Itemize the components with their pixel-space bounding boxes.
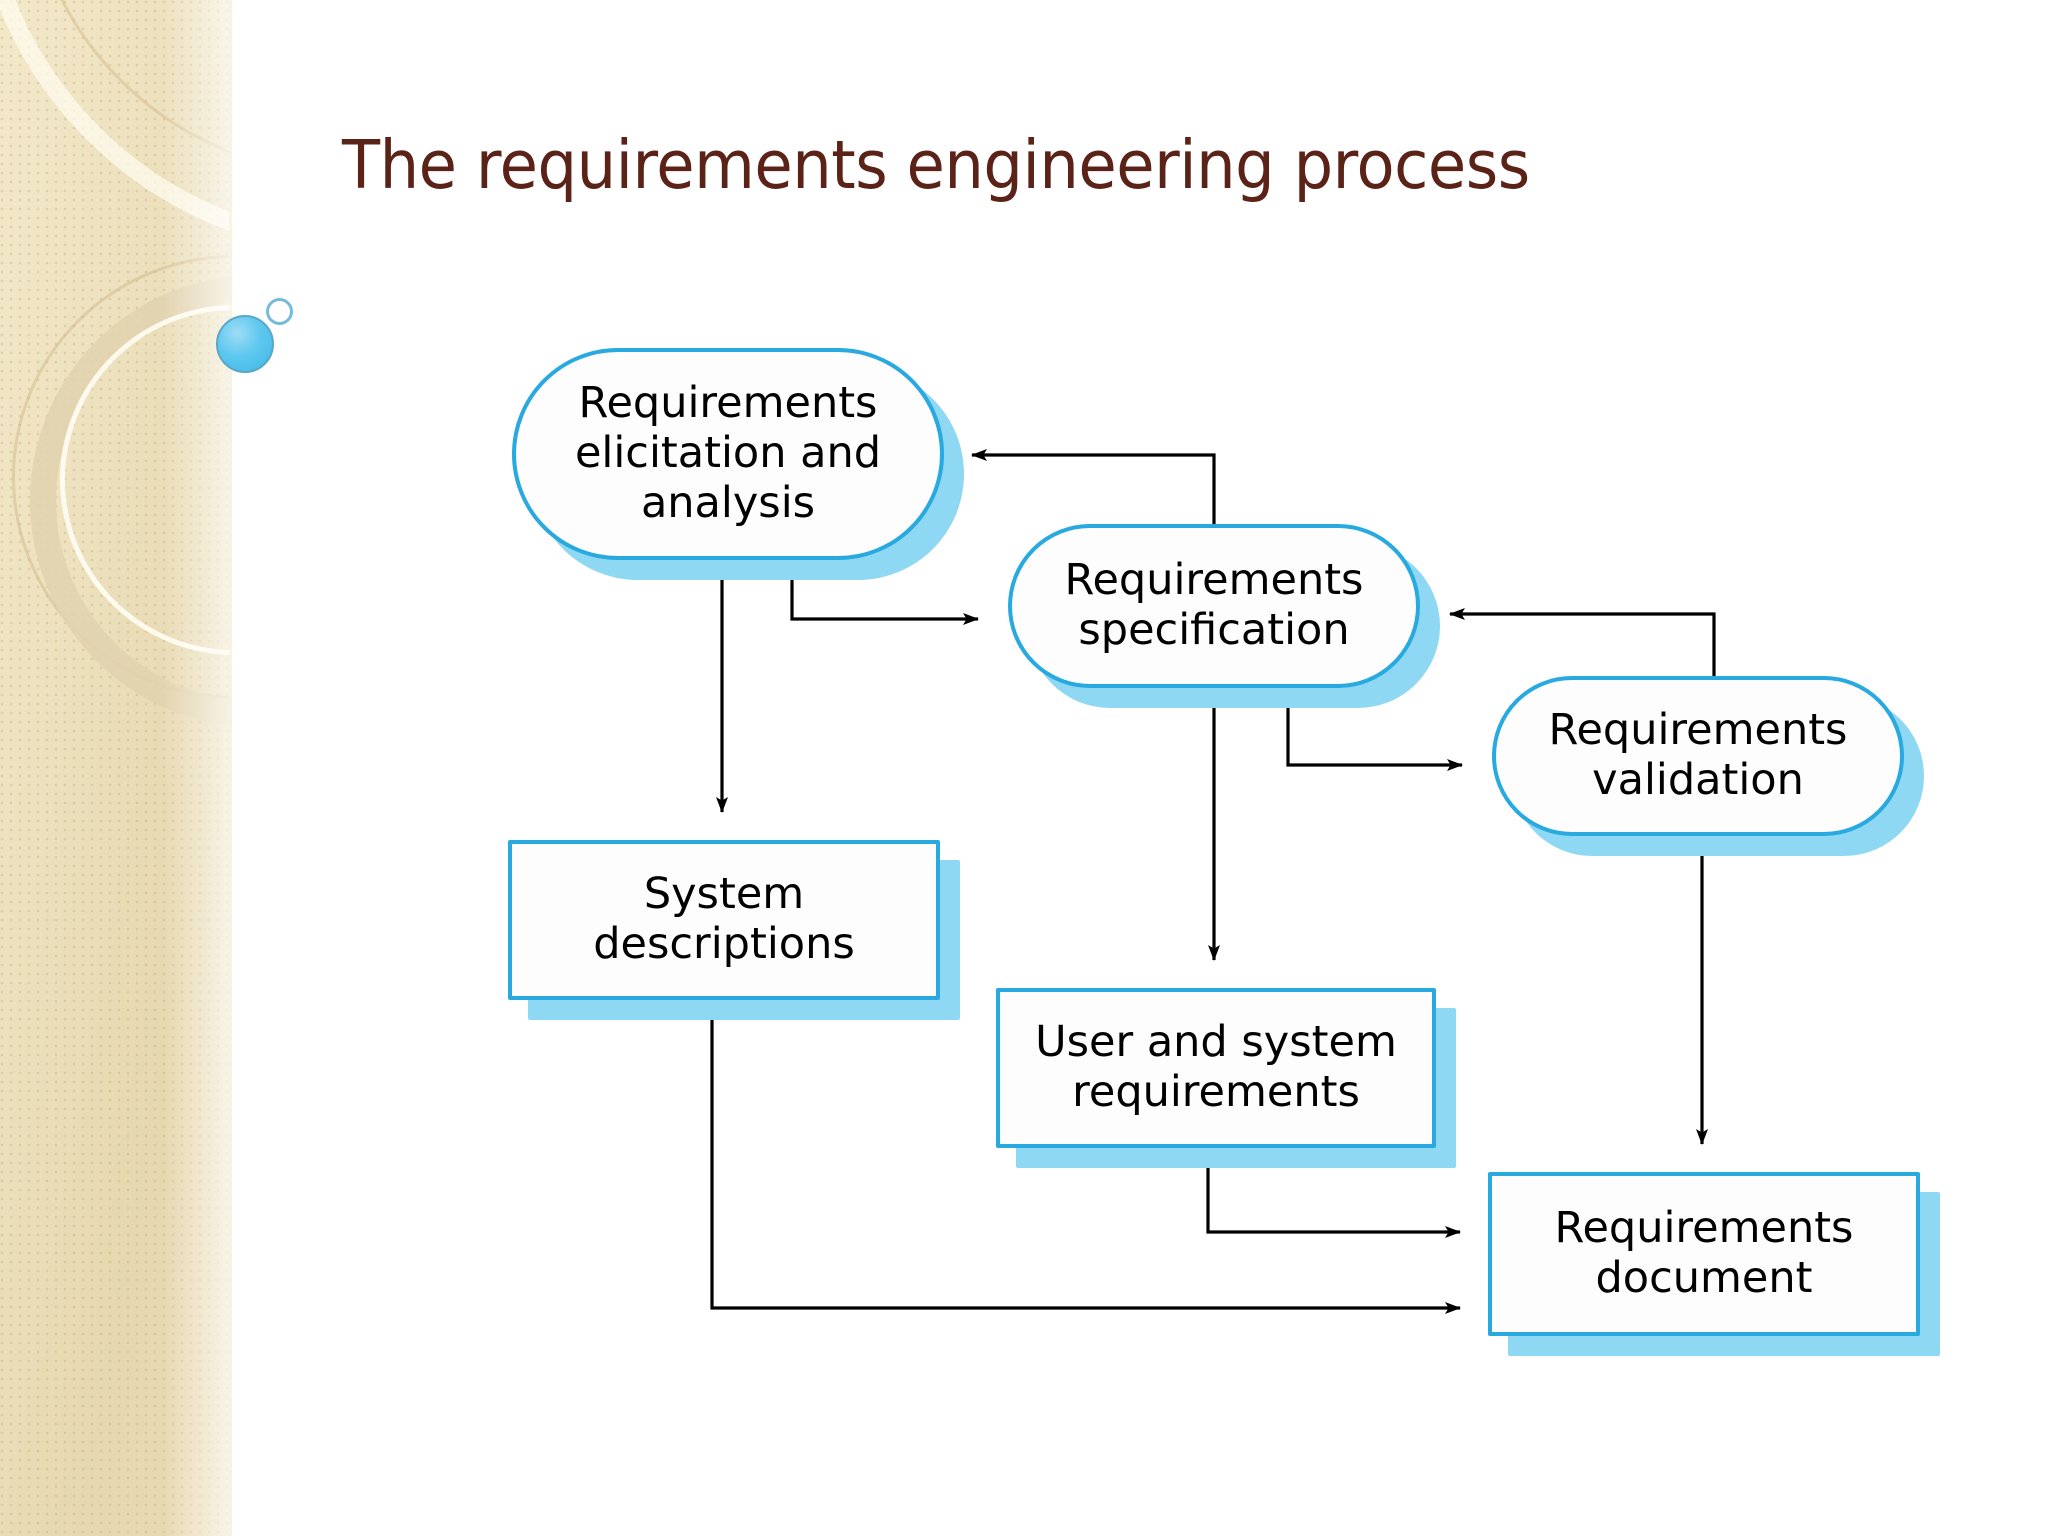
node-requirements-document[interactable]: Requirements document [1488,1172,1920,1336]
edge-validation-to-specification [1449,608,1716,676]
node-requirements-elicitation-and-analysis[interactable]: Requirements elicitation and analysis [512,348,944,560]
page-title: The requirements engineering process [342,126,1530,204]
node-label: System descriptions [593,869,855,969]
node-label: Requirements elicitation and analysis [574,378,882,528]
node-label: User and system requirements [1035,1017,1397,1117]
blue-ring-bubble-icon [266,298,293,325]
blue-bubble-icon [216,315,274,373]
edge-specification-to-validation [1286,688,1463,771]
edge-sysdesc-to-reqdoc [710,1000,1461,1314]
node-requirements-validation[interactable]: Requirements validation [1492,676,1904,836]
sidebar-edge [229,0,232,1536]
edge-specification-to-elicitation [971,449,1216,524]
edge-userreq-to-reqdoc [1206,1148,1461,1238]
slide-decoration-sidebar [0,0,232,1536]
sidebar-fade [162,0,232,1536]
node-label: Requirements specification [1064,555,1364,655]
node-requirements-specification[interactable]: Requirements specification [1008,524,1420,688]
node-system-descriptions[interactable]: System descriptions [508,840,940,1000]
node-user-and-system-requirements[interactable]: User and system requirements [996,988,1436,1148]
node-label: Requirements document [1554,1203,1854,1303]
node-label: Requirements validation [1548,705,1848,805]
